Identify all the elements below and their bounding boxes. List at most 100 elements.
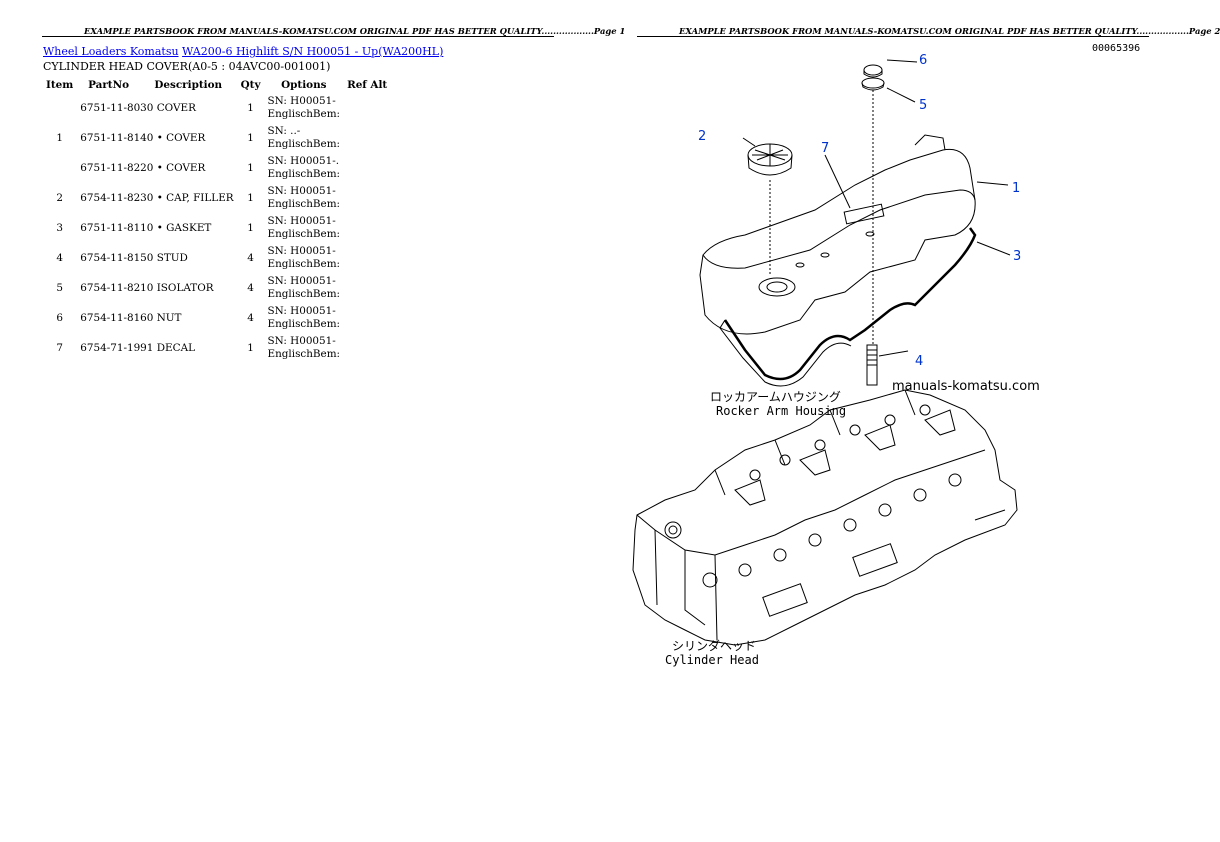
options-remark: EnglischBem:: [267, 318, 341, 330]
header-divider: [42, 36, 554, 37]
part-description-cell: 6754-11-8230 • CAP, FILLER: [80, 192, 234, 204]
options-cell: SN: ..-EnglischBem:: [265, 123, 344, 153]
table-row: 6751-11-8030 COVER 1 SN: H00051-Englisch…: [42, 93, 391, 123]
ref-alt-cell: [343, 333, 391, 363]
options-sn: SN: H00051-: [267, 305, 336, 317]
item-cell: 7: [56, 342, 63, 354]
options-cell: SN: H00051-EnglischBem:: [265, 183, 344, 213]
ref-alt-cell: [343, 183, 391, 213]
rocker-arm-housing-jp-label: ロッカアームハウジング: [710, 390, 841, 404]
table-row: 7 6754-71-1991 DECAL 1 SN: H00051-Englis…: [42, 333, 391, 363]
page-header: EXAMPLE PARTSBOOK FROM MANUALS-KOMATSU.C…: [84, 26, 626, 36]
options-sn: SN: H00051-: [267, 215, 336, 227]
options-sn: SN: H00051-: [267, 95, 336, 107]
callout-2: 2: [698, 129, 707, 144]
filler-cap-part: [747, 143, 793, 176]
filler-opening: [758, 277, 796, 297]
decal-area: [843, 203, 885, 225]
part-description-cell: 6751-11-8030 COVER: [80, 102, 196, 114]
item-cell: 4: [56, 252, 63, 264]
qty-cell: 1: [247, 102, 254, 114]
column-header-partno: PartNo: [88, 78, 130, 91]
breadcrumb: Wheel Loaders Komatsu WA200-6 Highlift S…: [43, 45, 443, 58]
qty-cell: 4: [247, 252, 254, 264]
rocker-arm-housing-label: Rocker Arm Housing: [716, 404, 847, 418]
ref-alt-cell: [343, 243, 391, 273]
part-description-cell: 6754-11-8160 NUT: [80, 312, 182, 324]
options-remark: EnglischBem:: [267, 348, 341, 360]
options-sn: SN: ..-: [267, 125, 301, 137]
callout-4: 4: [915, 354, 924, 369]
item-cell: 1: [56, 132, 63, 144]
callout-7: 7: [821, 141, 830, 156]
isolator-part: [861, 77, 885, 89]
cylinder-head-block: [632, 389, 1018, 646]
options-remark: EnglischBem:: [267, 288, 341, 300]
table-row: 3 6751-11-8110 • GASKET 1 SN: H00051-Eng…: [42, 213, 391, 243]
callout-1: 1: [1012, 181, 1021, 196]
qty-cell: 4: [247, 282, 254, 294]
options-cell: SN: H00051-EnglischBem:: [265, 243, 344, 273]
part-description-cell: 6751-11-8140 • COVER: [80, 132, 206, 144]
part-description-cell: 6754-11-8150 STUD: [80, 252, 188, 264]
qty-cell: 4: [247, 312, 254, 324]
table-row: 2 6754-11-8230 • CAP, FILLER 1 SN: H0005…: [42, 183, 391, 213]
ref-alt-cell: [343, 123, 391, 153]
options-remark: EnglischBem:: [267, 198, 341, 210]
cylinder-head-label: Cylinder Head: [665, 653, 759, 667]
options-cell: SN: H00051-EnglischBem:: [265, 213, 344, 243]
qty-cell: 1: [247, 162, 254, 174]
breadcrumb-link-wheel-loaders[interactable]: Wheel Loaders Komatsu: [43, 45, 179, 58]
callout-5: 5: [919, 98, 928, 113]
page-header: EXAMPLE PARTSBOOK FROM MANUALS-KOMATSU.C…: [679, 26, 1220, 36]
header-divider: [637, 36, 1149, 37]
item-cell: [42, 93, 77, 123]
item-cell: 6: [56, 312, 63, 324]
table-header-row: Item PartNo Description Qty Options Ref …: [42, 76, 391, 93]
cylinder-head-jp-label: シリンダヘッド: [672, 639, 757, 653]
options-sn: SN: H00051-: [267, 275, 336, 287]
qty-cell: 1: [247, 222, 254, 234]
table-row: 4 6754-11-8150 STUD 4 SN: H00051-Englisc…: [42, 243, 391, 273]
section-title: CYLINDER HEAD COVER(A0-5 : 04AVC00-00100…: [43, 60, 331, 73]
options-remark: EnglischBem:: [267, 228, 341, 240]
qty-cell: 1: [247, 132, 254, 144]
ref-alt-cell: [343, 213, 391, 243]
options-sn: SN: H00051-: [267, 245, 336, 257]
watermark-text: manuals-komatsu.com: [892, 379, 1040, 394]
gasket-part: [723, 227, 977, 381]
options-remark: EnglischBem:: [267, 138, 341, 150]
exploded-parts-diagram: [632, 59, 1018, 646]
part-description-cell: 6751-11-8110 • GASKET: [80, 222, 212, 234]
cylinder-head-cover-part: [699, 134, 976, 335]
item-cell: 2: [56, 192, 63, 204]
column-header-description: Description: [154, 78, 223, 91]
qty-cell: 1: [247, 192, 254, 204]
options-cell: SN: H00051-EnglischBem:: [265, 273, 344, 303]
page-1: EXAMPLE PARTSBOOK FROM MANUALS-KOMATSU.C…: [0, 0, 625, 842]
options-cell: SN: H00051-EnglischBem:: [265, 303, 344, 333]
item-cell: 5: [56, 282, 63, 294]
options-remark: EnglischBem:: [267, 258, 341, 270]
document-number: 00065396: [1092, 43, 1141, 54]
ref-alt-cell: [343, 273, 391, 303]
callout-6: 6: [919, 53, 928, 68]
part-description-cell: 6754-11-8210 ISOLATOR: [80, 282, 214, 294]
page-2: EXAMPLE PARTSBOOK FROM MANUALS-KOMATSU.C…: [595, 0, 1220, 842]
options-cell: SN: H00051-EnglischBem:: [265, 93, 344, 123]
ref-alt-cell: [343, 93, 391, 123]
options-sn: SN: H00051-.: [267, 155, 340, 167]
column-header-ref-alt: Ref Alt: [347, 78, 388, 91]
part-description-cell: 6751-11-8220 • COVER: [80, 162, 206, 174]
qty-cell: 1: [247, 342, 254, 354]
breadcrumb-link-model[interactable]: WA200-6 Highlift S/N H00051 - Up(WA200HL…: [182, 45, 444, 58]
options-remark: EnglischBem:: [267, 108, 341, 120]
table-row: 5 6754-11-8210 ISOLATOR 4 SN: H00051-Eng…: [42, 273, 391, 303]
table-row: 6 6754-11-8160 NUT 4 SN: H00051-Englisch…: [42, 303, 391, 333]
column-header-qty: Qty: [240, 78, 261, 91]
options-sn: SN: H00051-: [267, 335, 336, 347]
table-row: 1 6751-11-8140 • COVER 1 SN: ..-Englisch…: [42, 123, 391, 153]
ref-alt-cell: [343, 303, 391, 333]
item-cell: 3: [56, 222, 63, 234]
column-header-options: Options: [281, 78, 327, 91]
